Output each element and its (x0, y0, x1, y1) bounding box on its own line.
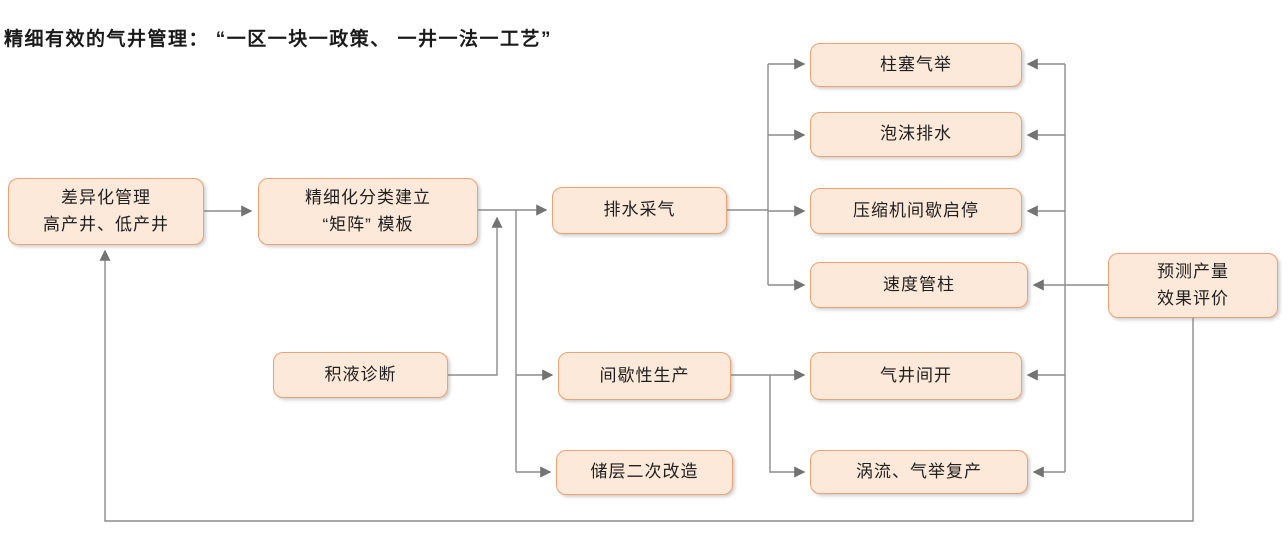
node-well-intermittent-opening: 气井间开 (810, 352, 1022, 400)
node-intermittent-production: 间歇性生产 (558, 352, 731, 400)
node-liquid-loading-diagnosis: 积液诊断 (273, 352, 448, 398)
edge-feedback-loop (99, 249, 1194, 522)
node-foam-drainage: 泡沫排水 (810, 112, 1022, 157)
edge-intermittent-down-to-vortex (769, 375, 806, 478)
node-differentiated-management: 差异化管理 高产井、低产井 (8, 178, 204, 245)
node-reservoir-restimulation: 储层二次改造 (556, 450, 733, 495)
edge-diagnosis-up-to-junction (448, 216, 503, 376)
node-production-forecast-evaluation: 预测产量 效果评价 (1108, 253, 1278, 318)
node-matrix-template: 精细化分类建立 “矩阵” 模板 (258, 178, 478, 245)
node-drainage-gas-recovery: 排水采气 (552, 187, 727, 234)
node-velocity-string: 速度管柱 (810, 262, 1028, 308)
node-plunger-gas-lift: 柱塞气举 (810, 43, 1022, 87)
node-compressor-intermittent: 压缩机间歇启停 (810, 188, 1022, 234)
page-title: 精细有效的气井管理： “一区一块一政策、 一井一法一工艺” (4, 29, 553, 50)
node-vortex-gas-lift-restart: 涡流、气举复产 (810, 450, 1028, 494)
